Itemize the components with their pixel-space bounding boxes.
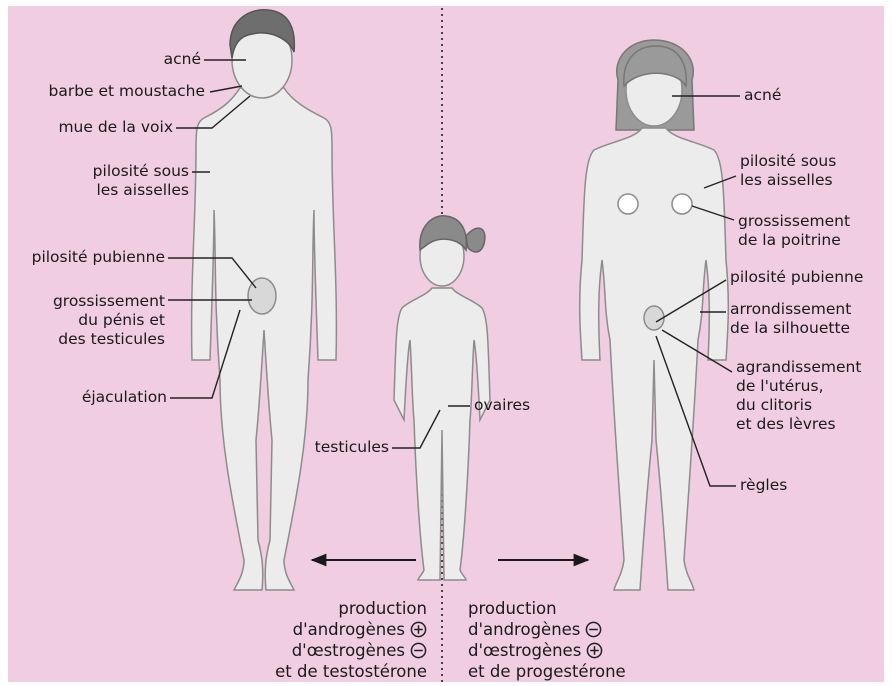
hormones-female-title: production <box>468 598 626 619</box>
female-left-breast <box>618 194 638 214</box>
plus-circle-icon <box>410 621 427 638</box>
hormones-female-androgens: d'androgènes <box>468 619 626 640</box>
plus-circle-icon <box>586 642 603 659</box>
label-breast: grossissement de la poitrine <box>738 212 850 250</box>
hormones-male: production d'androgènes d'œstrogènes et … <box>275 598 427 682</box>
label-armpit-female: pilosité sous les aisselles <box>740 152 836 190</box>
hormones-male-testosterone: et de testostérone <box>275 661 427 682</box>
minus-circle-icon <box>410 642 427 659</box>
hormones-female: production d'androgènes d'œstrogènes et … <box>468 598 626 682</box>
label-acne-female: acné <box>744 86 781 105</box>
label-uterus: agrandissement de l'utérus, du clitoris … <box>736 358 861 434</box>
label-voice: mue de la voix <box>58 118 173 137</box>
label-pubic-female: pilosité pubienne <box>730 268 863 287</box>
female-pubic-area <box>644 306 664 330</box>
hormones-male-title: production <box>275 598 427 619</box>
label-silhouette: arrondissement de la silhouette <box>730 300 851 338</box>
label-testicles: testicules <box>315 438 389 457</box>
hormones-female-estrogens: d'œstrogènes <box>468 640 626 661</box>
label-periods: règles <box>740 476 787 495</box>
label-beard: barbe et moustache <box>49 82 206 101</box>
female-right-breast <box>672 194 692 214</box>
minus-circle-icon <box>585 621 602 638</box>
label-ejaculation: éjaculation <box>82 388 167 407</box>
hormones-male-estrogens: d'œstrogènes <box>275 640 427 661</box>
label-armpit-male: pilosité sous les aisselles <box>93 162 189 200</box>
hormones-male-androgens: d'androgènes <box>275 619 427 640</box>
label-acne-male: acné <box>164 50 201 69</box>
label-pubic-male: pilosité pubienne <box>32 248 165 267</box>
label-ovaries: ovaires <box>474 396 530 415</box>
hormones-female-progesterone: et de progestérone <box>468 661 626 682</box>
label-penis-testicles: grossissement du pénis et des testicules <box>53 292 165 349</box>
